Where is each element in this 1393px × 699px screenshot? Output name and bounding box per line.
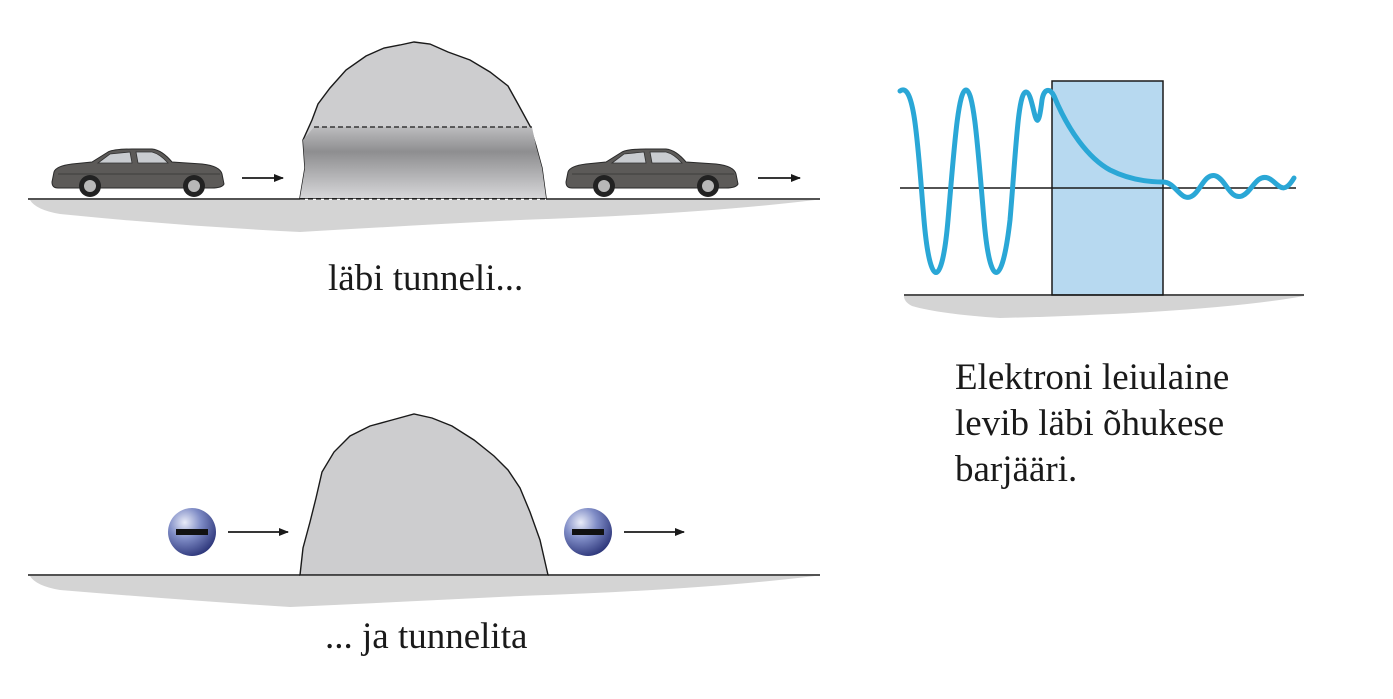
caption-wave-line-1: Elektroni leiulaine [955, 357, 1230, 398]
hill-bottom [299, 413, 549, 576]
electron-left-icon [168, 508, 216, 556]
caption-wave-description: Elektroni leiulaine levib läbi õhukese b… [955, 355, 1229, 493]
ground-shadow-top [30, 200, 815, 232]
car-left-icon [51, 148, 225, 198]
ground-shadow-wave [904, 296, 1304, 318]
top-panel [28, 41, 820, 232]
wavefunction-curve [897, 87, 1297, 275]
caption-without-tunnel: ... ja tunnelita [325, 616, 528, 657]
wave-panel [897, 80, 1304, 318]
caption-wave-line-2: levib läbi õhukese [955, 403, 1225, 444]
ground-shadow-bottom [30, 576, 815, 607]
car-right-icon [565, 148, 739, 198]
caption-through-tunnel: läbi tunneli... [328, 258, 524, 299]
bottom-panel [28, 413, 820, 607]
tunnel-interior [300, 127, 546, 198]
electron-right-icon [564, 508, 612, 556]
caption-wave-line-3: barjääri. [955, 449, 1078, 490]
